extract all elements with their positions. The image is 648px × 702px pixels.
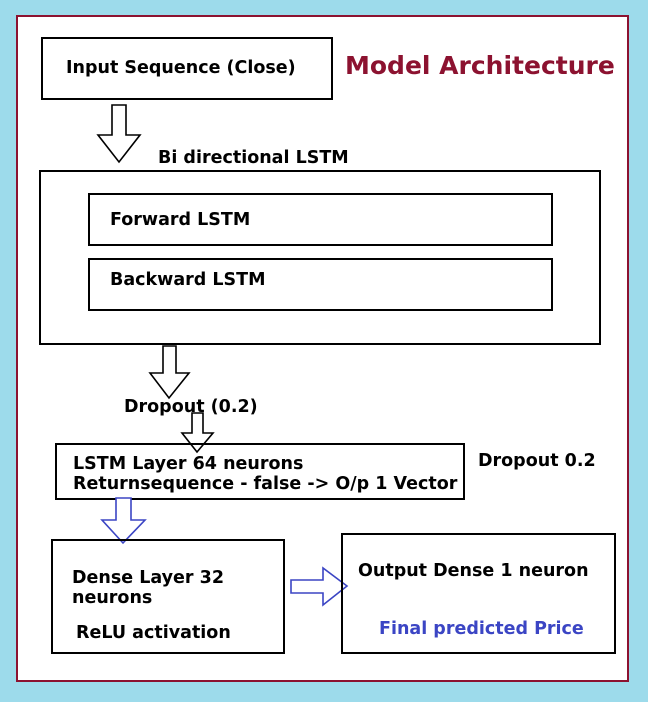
- node-bilstm-group[interactable]: [39, 170, 601, 345]
- node-dropout-mid-label: Dropout (0.2): [124, 397, 258, 417]
- node-forward-lstm-label: Forward LSTM: [110, 210, 251, 230]
- arrow-bilstm-to-dropout: [148, 345, 192, 404]
- node-backward-lstm[interactable]: [88, 258, 553, 311]
- node-lstm64-line1: LSTM Layer 64 neurons: [73, 454, 304, 474]
- arrow-lstm64-to-dense32: [100, 497, 148, 549]
- node-dense32-line2: neurons: [72, 587, 153, 608]
- node-lstm64[interactable]: [55, 443, 465, 500]
- node-backward-lstm-label: Backward LSTM: [110, 270, 266, 290]
- node-dropout-right-label: Dropout 0.2: [478, 451, 596, 471]
- arrow-input-to-bilstm: [95, 104, 143, 168]
- page-title: Model Architecture: [345, 51, 615, 80]
- arrow-dropout-to-lstm64: [180, 412, 216, 458]
- node-output-dense-subtitle: Final predicted Price: [379, 619, 584, 639]
- node-dense32-line1: Dense Layer 32: [72, 568, 225, 588]
- node-forward-lstm[interactable]: [88, 193, 553, 246]
- node-input-sequence[interactable]: [41, 37, 333, 100]
- node-output-dense-label: Output Dense 1 neuron: [358, 561, 589, 581]
- node-output-dense[interactable]: [341, 533, 616, 654]
- node-lstm64-label: LSTM Layer 64 neurons Returnsequence - f…: [73, 454, 458, 494]
- node-dense32-activation-label: ReLU activation: [76, 623, 231, 643]
- node-bilstm-caption: Bi directional LSTM: [158, 148, 349, 168]
- arrow-dense32-to-output: [290, 565, 350, 613]
- node-dense32-label: Dense Layer 32 neurons: [72, 568, 225, 608]
- node-dense32[interactable]: [51, 539, 285, 654]
- node-lstm64-line2: Returnsequence - false -> O/p 1 Vector: [73, 473, 458, 494]
- node-input-sequence-label: Input Sequence (Close): [66, 58, 296, 78]
